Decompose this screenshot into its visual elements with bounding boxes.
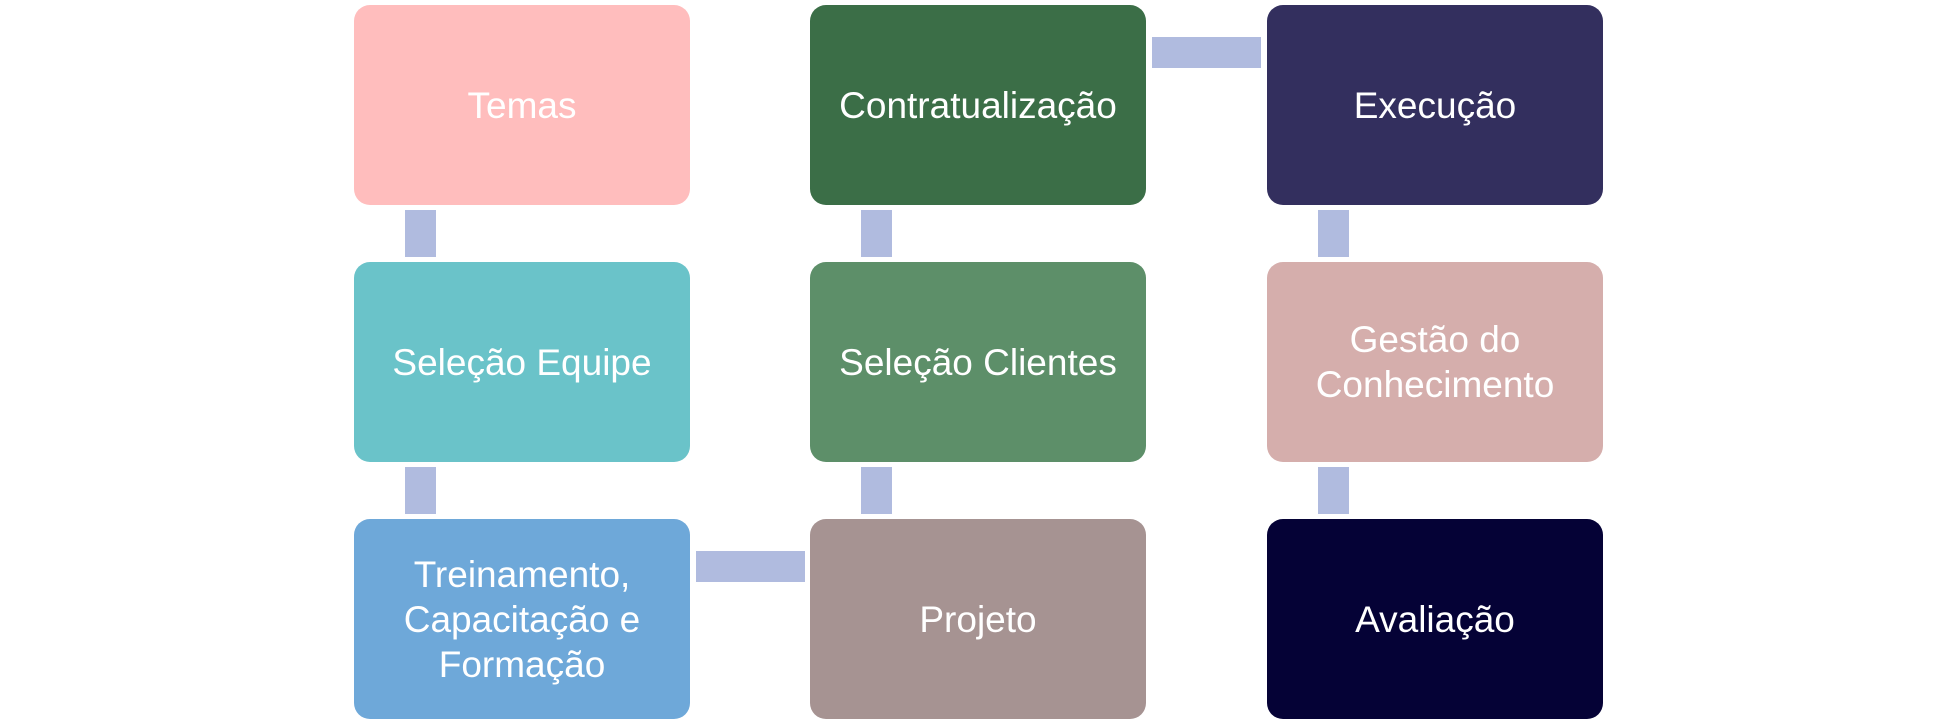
- node-label: Seleção Equipe: [392, 341, 652, 383]
- node-selecao-equipe: Seleção Equipe: [354, 262, 690, 462]
- node-avaliacao: Avaliação: [1267, 519, 1603, 719]
- connector-temas-selecao-equipe: [405, 210, 436, 257]
- connector-gestao-avaliacao: [1318, 467, 1349, 514]
- connector-execucao-gestao: [1318, 210, 1349, 257]
- node-label: Treinamento, Capacitação e Formação: [403, 553, 641, 685]
- node-label: Temas: [467, 84, 577, 126]
- node-label: Seleção Clientes: [839, 341, 1117, 383]
- node-label: Contratualização: [839, 84, 1117, 126]
- node-label: Projeto: [919, 598, 1037, 640]
- node-selecao-clientes: Seleção Clientes: [810, 262, 1146, 462]
- node-gestao-conhecimento: Gestão do Conhecimento: [1267, 262, 1603, 462]
- node-projeto: Projeto: [810, 519, 1146, 719]
- connector-selecao-equipe-treinamento: [405, 467, 436, 514]
- connector-treinamento-projeto: [696, 551, 805, 582]
- node-label: Avaliação: [1355, 598, 1515, 640]
- node-label: Gestão do Conhecimento: [1315, 319, 1555, 405]
- node-treinamento: Treinamento, Capacitação e Formação: [354, 519, 690, 719]
- node-temas: Temas: [354, 5, 690, 205]
- node-label: Execução: [1353, 84, 1517, 126]
- node-contratualizacao: Contratualização: [810, 5, 1146, 205]
- connector-selecao-clientes-contratualizacao: [861, 210, 892, 257]
- connector-contratualizacao-execucao: [1152, 37, 1261, 68]
- node-execucao: Execução: [1267, 5, 1603, 205]
- connector-projeto-selecao-clientes: [861, 467, 892, 514]
